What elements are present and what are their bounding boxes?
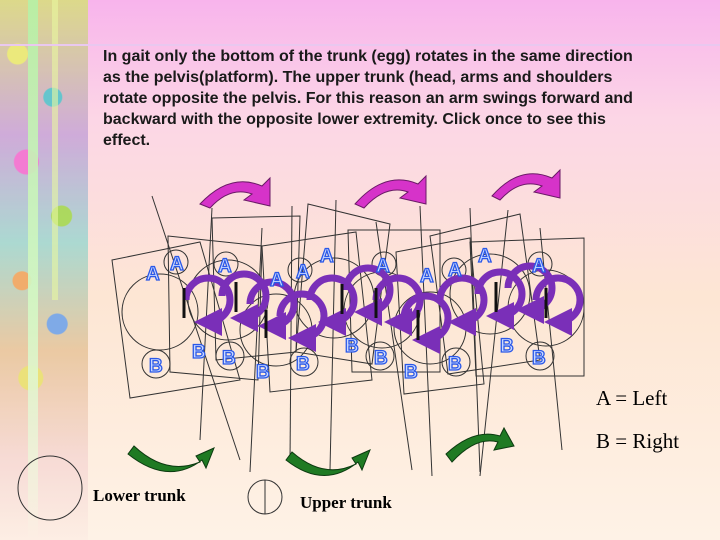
marker-a: A — [320, 246, 334, 267]
marker-a: A — [270, 270, 284, 291]
ring-axis-lines — [182, 282, 548, 340]
lower-trunk-arrows — [127, 426, 515, 476]
lower-trunk-label: Lower trunk — [93, 486, 186, 505]
upper-trunk-rotation-rings — [182, 262, 584, 354]
marker-b: B — [404, 362, 418, 383]
marker-a: A — [478, 246, 492, 267]
marker-a: A — [218, 256, 232, 277]
decorative-stripe — [28, 0, 38, 540]
legend-symbols — [17, 455, 283, 521]
marker-b: B — [149, 356, 163, 377]
right-markers: B B B B B B B B B B B — [148, 335, 546, 383]
marker-b: B — [532, 348, 546, 369]
marker-b: B — [345, 336, 359, 357]
marker-b: B — [500, 336, 514, 357]
marker-a: A — [146, 264, 160, 285]
lower-trunk-symbol — [17, 455, 83, 521]
divider — [0, 44, 720, 46]
decorative-stripe — [52, 0, 58, 300]
legend-right: B = Right — [596, 429, 680, 453]
marker-a: A — [296, 262, 310, 283]
marker-a: A — [420, 266, 434, 287]
marker-a: A — [170, 254, 184, 275]
upper-trunk-arrows — [199, 168, 561, 209]
legend-left: A = Left — [596, 386, 668, 410]
upper-trunk-label: Upper trunk — [300, 493, 392, 512]
marker-b: B — [374, 348, 388, 369]
marker-b: B — [448, 354, 462, 375]
marker-b: B — [222, 348, 236, 369]
description-text: In gait only the bottom of the trunk (eg… — [103, 48, 633, 149]
marker-b: B — [296, 354, 310, 375]
decorative-side-art — [0, 0, 88, 540]
marker-b: B — [256, 362, 270, 383]
marker-a: A — [376, 256, 390, 277]
marker-a: A — [532, 256, 546, 277]
left-markers: A A A A A A A A A A A — [145, 245, 546, 291]
marker-a: A — [448, 260, 462, 281]
marker-b: B — [192, 342, 206, 363]
